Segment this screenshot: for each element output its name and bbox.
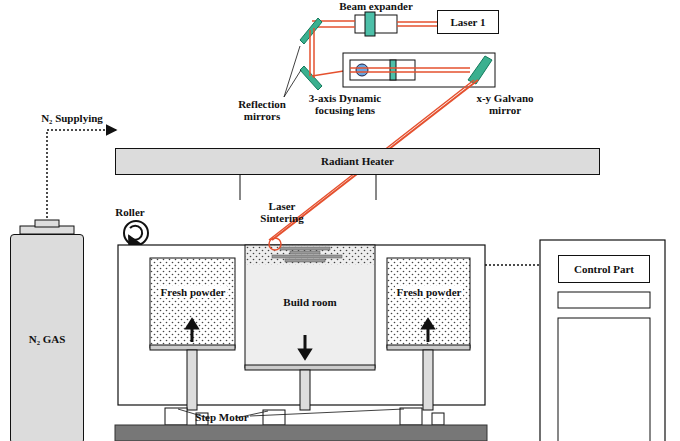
- roller: [124, 221, 148, 245]
- powder-bin: Fresh powder: [155, 270, 232, 314]
- optics: [269, 12, 495, 240]
- sintered-part: [272, 247, 342, 262]
- step-motors: [165, 408, 444, 425]
- build-room: Build room: [260, 290, 360, 314]
- node-text: N₂ GAS: [29, 333, 66, 345]
- part-label: Roller: [100, 206, 160, 218]
- part-label: 3-axis Dynamic focusing lens: [299, 92, 391, 116]
- part-label: Step Motor: [192, 411, 252, 423]
- gas-cylinder: N₂ GAS: [10, 234, 84, 441]
- heater-band: Radiant Heater: [115, 148, 600, 175]
- node-text: Laser 1: [451, 16, 486, 28]
- control-cabinet: [540, 240, 665, 441]
- control-box: Control Part: [558, 255, 650, 283]
- node-text: Fresh powder: [395, 286, 464, 298]
- part-label: x-y Galvano mirror: [470, 92, 540, 116]
- laser-box: Laser 1: [437, 10, 499, 34]
- part-label: Reflection mirrors: [227, 98, 297, 122]
- part-label: Beam expander: [326, 0, 426, 12]
- part-label: Laser Sintering: [256, 200, 308, 224]
- gas-line: [47, 130, 116, 226]
- node-text: Fresh powder: [159, 286, 228, 298]
- base-plate: [115, 425, 487, 441]
- node-text: Build room: [281, 296, 338, 308]
- node-text: Radiant Heater: [321, 155, 394, 167]
- part-label: N₂ Supplying: [27, 112, 117, 124]
- powder-bin: Fresh powder: [391, 270, 468, 314]
- node-text: Control Part: [574, 263, 634, 275]
